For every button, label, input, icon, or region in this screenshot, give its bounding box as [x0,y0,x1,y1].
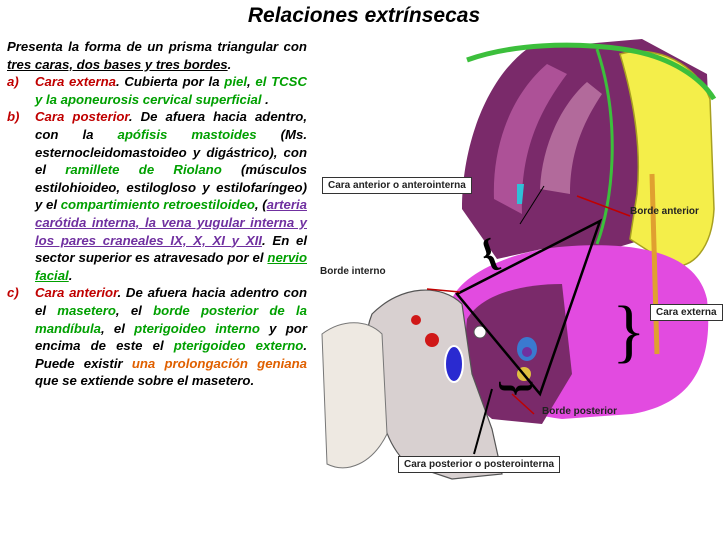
intro-underlined: tres caras, dos bases y tres bordes [7,56,228,72]
fascia-line [595,48,614,245]
anatomy-figure: { { } Cara anterior o anterointerna Bord… [312,34,728,539]
muscle-band [540,82,602,194]
carotid-artery [425,333,439,347]
brace-posterior: { [491,380,536,396]
item-cara-posterior: b)Cara posterior. De afuera hacia adentr… [7,109,308,283]
fat-layer [619,50,715,267]
anatomy-illustration: { { } [321,39,717,480]
item-marker: b) [7,109,20,125]
pointer-cara-anterior [519,185,545,225]
prism-triangle [455,218,603,397]
skin-line [466,42,717,101]
vessel-core [522,347,532,357]
item-cara-externa: a)Cara externa. Cubierta por la piel, el… [7,74,307,107]
label-borde-anterior: Borde anterior [630,206,699,217]
slide-title: Relaciones extrínsecas [247,4,481,27]
label-borde-posterior: Borde posterior [542,406,618,417]
pointer-cara-posterior [473,388,493,455]
mandible-border [649,173,660,355]
muscle-band [493,64,567,214]
jugular-vein [444,345,464,383]
nerve [473,325,487,339]
text-column: Presenta la forma de un prisma triangula… [7,38,307,390]
brace-external: } [612,293,646,370]
item-marker: c) [7,285,19,301]
pointer-borde-posterior [511,393,535,415]
pointer-borde-interno [426,288,461,293]
label-cara-externa: Cara externa [650,304,723,321]
intro-paragraph: Presenta la forma de un prisma triangula… [7,39,307,72]
item-marker: a) [7,74,19,90]
item-heading: Cara anterior [35,285,118,301]
small-artery [411,315,421,325]
pointer-borde-anterior [576,195,631,217]
item-heading: Cara externa [35,74,116,90]
mastoid-region [321,322,388,469]
duct [517,184,524,204]
item-cara-anterior: c)Cara anterior. De afuera hacia adentro… [7,285,308,389]
label-cara-anterior: Cara anterior o anterointerna [322,177,472,194]
item-heading: Cara posterior [35,109,129,125]
label-borde-interno: Borde interno [320,266,386,277]
label-cara-posterior: Cara posterior o posterointerna [398,456,561,473]
